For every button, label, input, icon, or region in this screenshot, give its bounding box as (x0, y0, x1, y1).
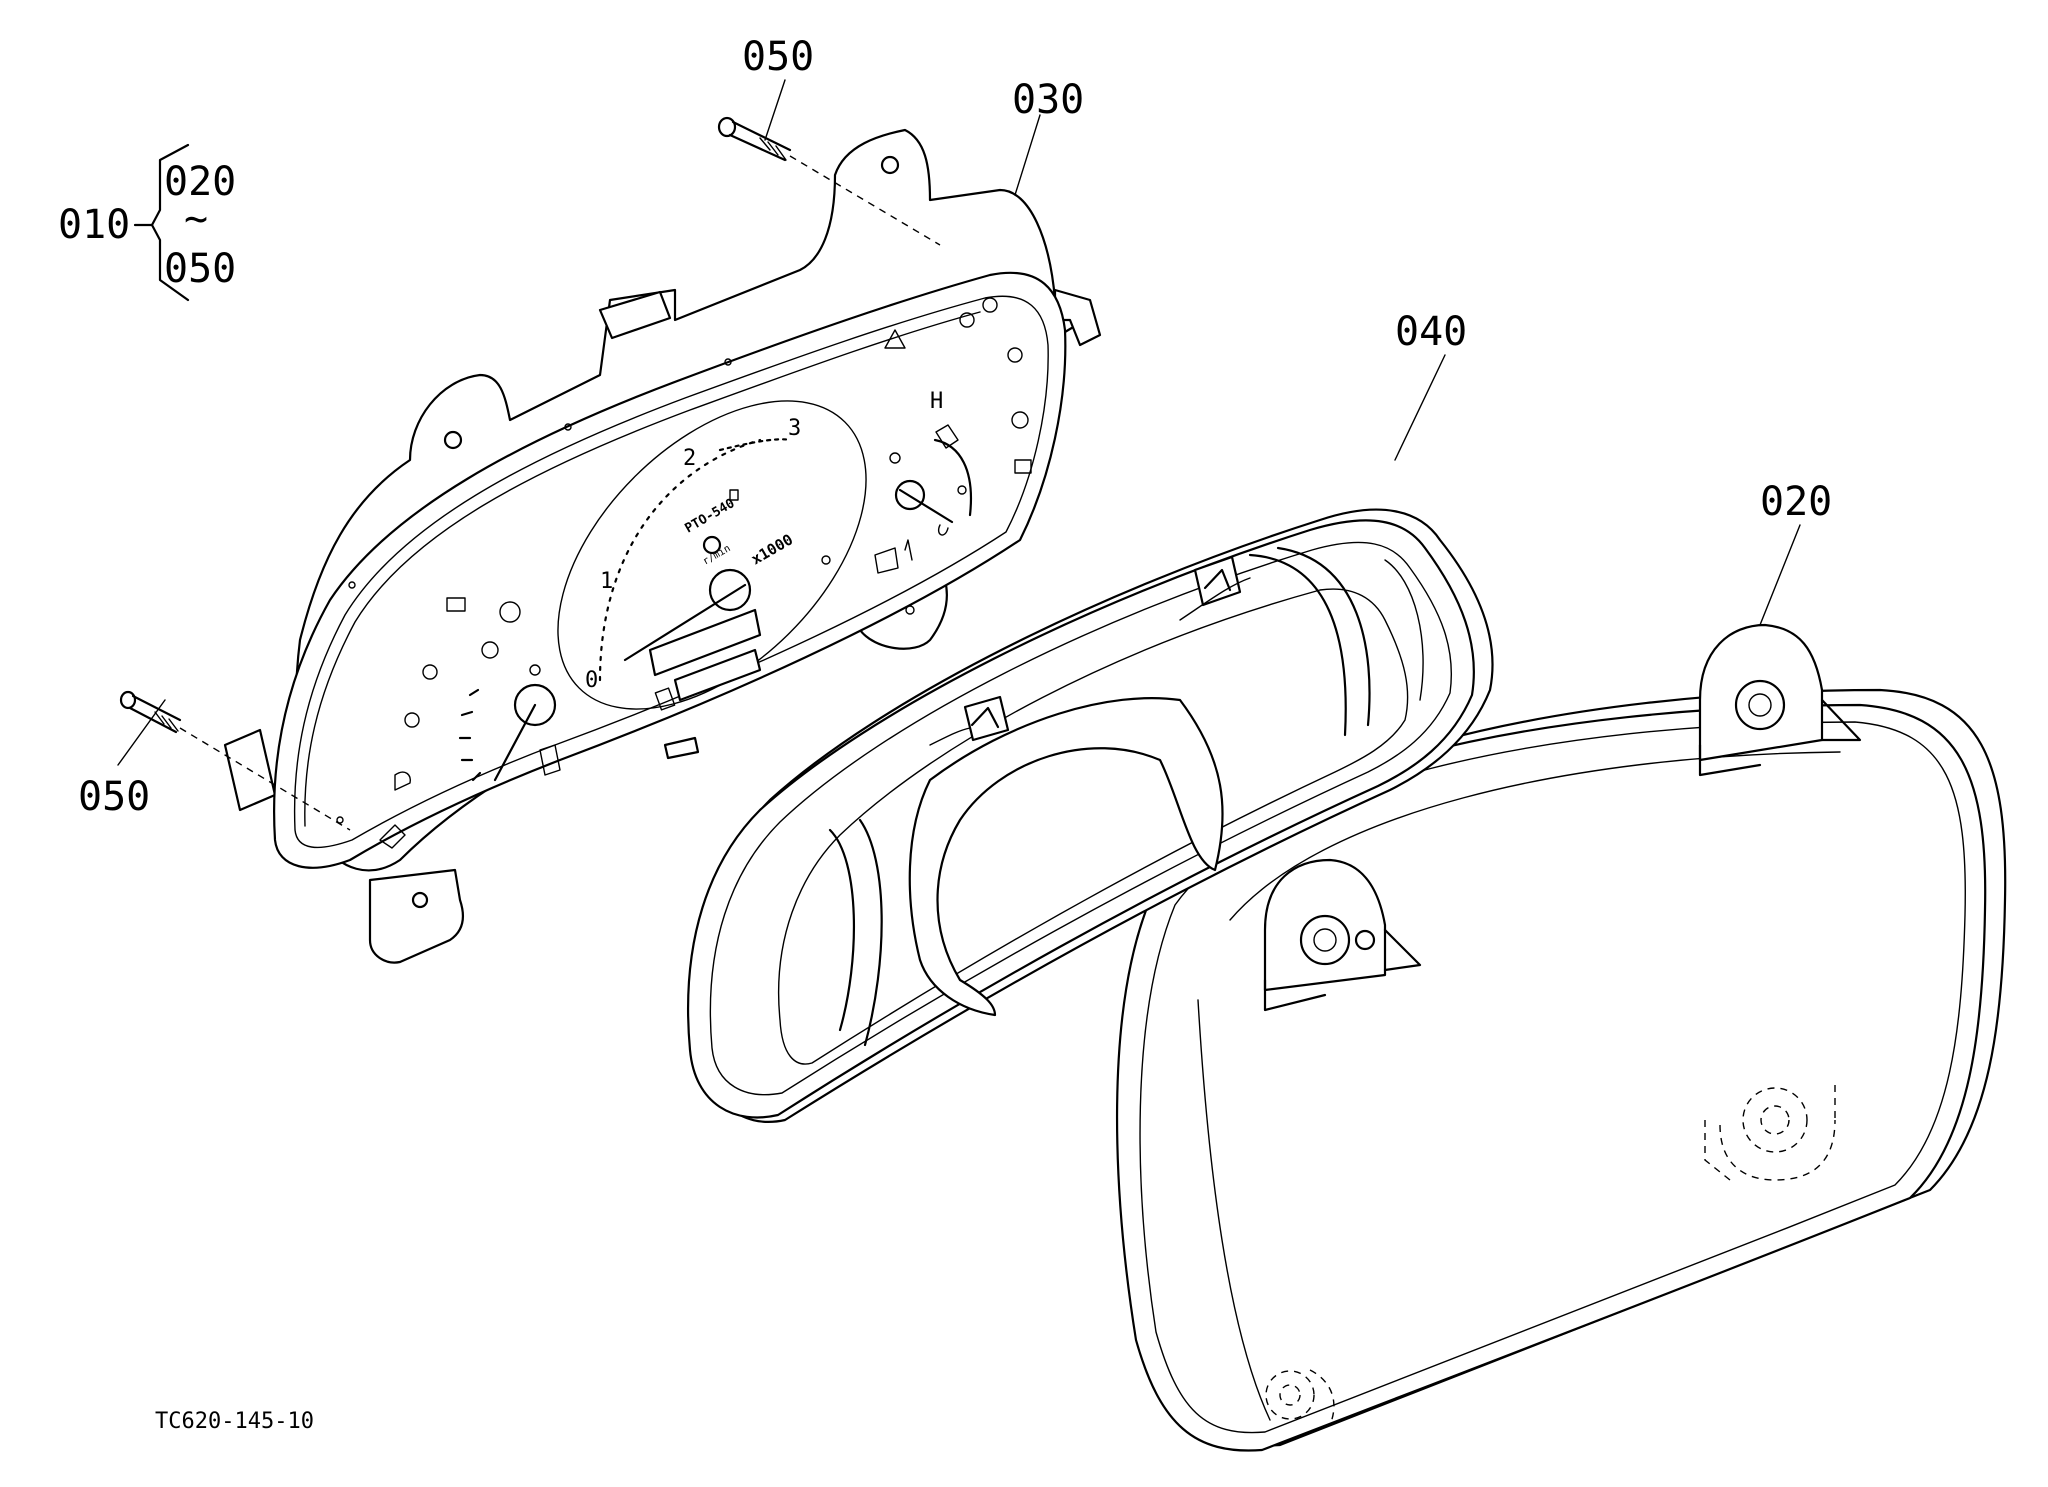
callout-050-top: 050 (742, 34, 814, 80)
fourwd-icon (959, 312, 975, 328)
group-tilde: ~ (184, 196, 208, 242)
callout-020: 020 (1760, 479, 1832, 525)
tach-label-3: 3 (788, 416, 801, 441)
pto-icon (702, 535, 722, 555)
pto-indicator-icon (1007, 347, 1023, 363)
group-bracket (150, 143, 190, 302)
water-temp-icon (1011, 411, 1029, 429)
group-parent: 010 (58, 202, 130, 248)
drawing-code: TC620-145-10 (155, 1409, 314, 1434)
check-engine-icon (1014, 459, 1032, 474)
assembly-group: 010 020 ~ 050 (58, 143, 236, 302)
group-from: 020 (164, 159, 236, 205)
part-030-meter-panel (223, 128, 1102, 964)
part-040-bezel (686, 508, 1494, 1123)
temperature-gauge: H (874, 389, 973, 574)
hazard-icon (884, 329, 906, 349)
tach-label-1: 1 (600, 569, 613, 594)
screw-top (717, 116, 941, 246)
battery-icon (446, 597, 466, 612)
glow-plug-icon (404, 712, 420, 728)
part-020-rear-case (1115, 623, 2007, 1452)
callout-040: 040 (1395, 309, 1467, 355)
callout-050-left: 050 (78, 774, 150, 820)
indicator-icons (379, 297, 1032, 849)
callout-030: 030 (1012, 77, 1084, 123)
fuel-pump-icon (539, 744, 561, 776)
temp-hot-label: H (930, 389, 943, 414)
parking-brake-icon (499, 601, 521, 623)
tach-label-2: 2 (683, 446, 696, 471)
leader-lines (117, 79, 1801, 766)
headlight-icon (394, 771, 412, 791)
group-to: 050 (164, 246, 236, 292)
fuel-gauge (458, 641, 561, 782)
screw-left (119, 690, 351, 831)
turn-signal-icon (379, 824, 406, 849)
engine-icon (982, 297, 998, 313)
tach-label-0: 0 (585, 668, 598, 693)
oil-pressure-icon (422, 664, 438, 680)
